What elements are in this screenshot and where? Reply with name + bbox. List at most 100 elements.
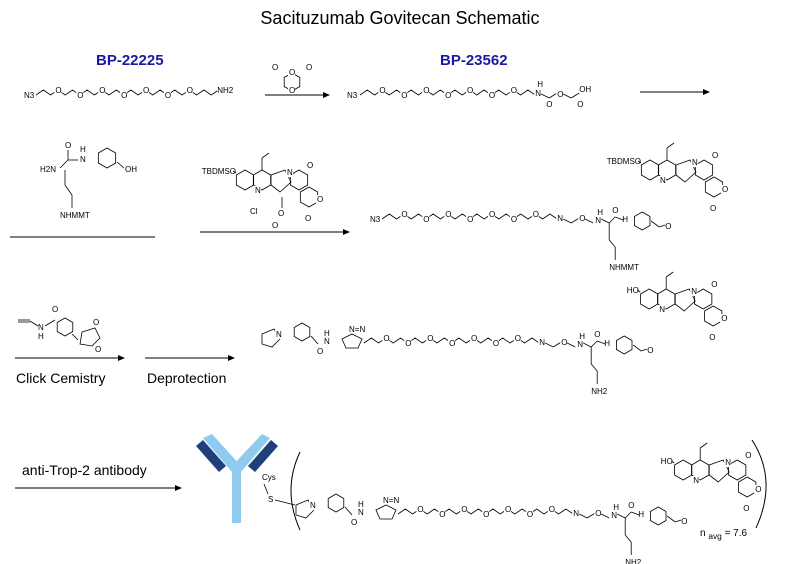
oxygen-label: O [65, 141, 71, 150]
oxygen-label: O [594, 330, 600, 339]
oxygen-label: O [710, 204, 716, 213]
product-deprotected-camptothecin-ring-a [640, 288, 659, 310]
bond [548, 92, 558, 99]
oxygen-label: O [95, 345, 101, 354]
oxygen-label: O [307, 161, 313, 170]
camptothecin-reagent-ring-e [299, 186, 319, 208]
bond [541, 93, 550, 99]
oxygen-label: O [77, 91, 83, 100]
oxygen-label: O [527, 510, 533, 519]
oxygen-label: O [317, 347, 323, 356]
oxygen-label: O [709, 333, 715, 342]
nh-label: H [38, 332, 44, 341]
azide-label: N3 [370, 215, 381, 224]
nitrogen-label: N [577, 340, 583, 349]
bond [567, 342, 576, 348]
oxygen-label: O [401, 91, 407, 100]
atom-mask [482, 510, 490, 519]
oxygen-label: O [612, 206, 618, 215]
bond [274, 499, 296, 506]
nitrogen-label: N [535, 89, 541, 98]
antibody-right-arm [232, 434, 270, 472]
bond [670, 460, 675, 464]
atom-mask [720, 314, 728, 323]
product-conjugate-camptothecin-ring-c [708, 459, 730, 483]
step-label-antibody: anti-Trop-2 antibody [22, 462, 147, 478]
bond [636, 289, 641, 293]
oxygen-label: O [351, 518, 357, 527]
atom-mask [438, 510, 446, 519]
atom-mask [576, 340, 584, 349]
oxygen-label: O [445, 210, 451, 219]
product-deprotected-linker-benzene [616, 335, 633, 355]
oxygen-label: O [489, 91, 495, 100]
oxygen-label: O [449, 339, 455, 348]
atom-mask [288, 86, 295, 95]
oxygen-label: O [165, 91, 171, 100]
hydroxyl-label: OH [579, 85, 591, 94]
bond [59, 159, 69, 169]
oxygen-label: O [52, 305, 58, 314]
oxygen-label: O [289, 86, 295, 95]
oxygen-label: O [743, 504, 749, 513]
triazole-label: N=N [349, 325, 365, 334]
atom-mask [163, 91, 171, 100]
camptothecin-3-ethyl [666, 142, 675, 149]
arrow-deprotection-head [228, 355, 235, 361]
oxygen-label: O [467, 86, 473, 95]
chlorine-label: Cl [250, 207, 258, 216]
nitrogen-label: N [659, 305, 665, 314]
nh-label: H [80, 145, 86, 154]
bond [597, 340, 606, 345]
atom-mask [120, 91, 128, 100]
bond [608, 239, 616, 248]
nh-label: H [324, 329, 330, 338]
atom-mask [610, 511, 618, 520]
atom-mask [378, 86, 386, 95]
azide-label: N3 [347, 91, 358, 100]
atom-mask [572, 509, 580, 518]
atom-mask [460, 505, 468, 514]
atom-mask [98, 86, 106, 95]
nitrogen-label: N [595, 216, 601, 225]
cysteine-label: Cys [262, 473, 276, 482]
oxygen-label: O [489, 210, 495, 219]
atom-mask [534, 89, 542, 98]
camptothecin-reagent-ring-a [235, 169, 255, 191]
oxygen-label: O [55, 86, 61, 95]
bond [210, 90, 218, 96]
nitrogen-label: N [692, 158, 698, 167]
atom-mask [470, 334, 477, 343]
oxygen-label: O [439, 510, 445, 519]
oxygen-label: O [511, 86, 517, 95]
oxygen-label: O [533, 210, 539, 219]
nitrogen-label: N [557, 214, 563, 223]
ratio-value: = 7.6 [724, 528, 748, 539]
atom-mask [404, 339, 412, 348]
nitrogen-label: N [611, 511, 617, 520]
arrow-step-2-head [703, 89, 710, 95]
nitrogen-label: N [539, 338, 545, 347]
amine-label: NH2 [625, 558, 642, 564]
product-conjugate-camptothecin-ring-a [674, 459, 693, 481]
sulfur-label: S [268, 495, 273, 504]
atom-mask [400, 91, 408, 100]
oxygen-label: O [493, 339, 499, 348]
oxygen-label: O [721, 314, 727, 323]
oxygen-label: O [405, 339, 411, 348]
bond [552, 341, 562, 348]
product-deprotected-camptothecin-ring-c [674, 288, 696, 312]
oxygen-label: O [417, 505, 423, 514]
oxygen-label: O [99, 86, 105, 95]
bond [590, 363, 598, 372]
benzyl-ring [97, 147, 117, 169]
oxygen-label: O [121, 91, 127, 100]
atom-mask [711, 151, 718, 160]
product-conjugate-camptothecin-ethyl [699, 442, 708, 449]
atom-mask [744, 451, 752, 460]
oxygen-label: O [471, 334, 477, 343]
oxygen-label: O [306, 63, 312, 72]
nh-label: H [622, 215, 628, 224]
page-title: Sacituzumab Govitecan Schematic [260, 8, 540, 28]
